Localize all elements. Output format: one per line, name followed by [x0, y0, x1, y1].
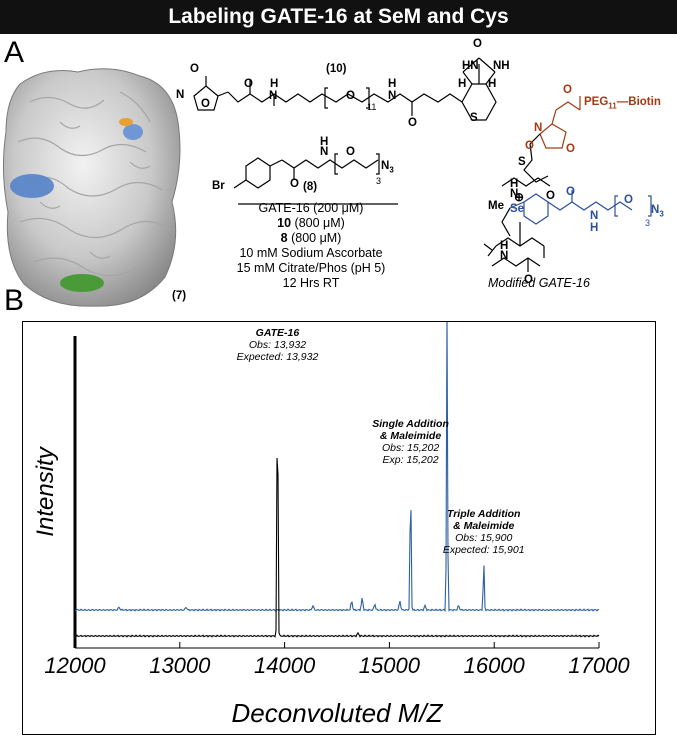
peg-biotin-label: PEG11—Biotin: [584, 96, 661, 111]
sub-11: 11: [367, 102, 377, 112]
reagent-10-label: (10): [326, 63, 347, 75]
annotation-0-line-2: Expected: 13,932: [237, 351, 319, 363]
atom-o-10: O: [524, 274, 533, 286]
x-tick-label-0: 12000: [44, 653, 106, 678]
atom-n-4: N: [320, 146, 329, 158]
condition-ascorbate: 10 mM Sodium Ascorbate: [239, 246, 383, 260]
condition-buffer: 15 mM Citrate/Phos (pH 5): [236, 261, 386, 275]
x-tick-label-2: 14000: [254, 653, 316, 678]
reaction-scheme: [193, 57, 652, 272]
condition-reagent-10: 10 (800 μM): [277, 216, 345, 230]
atom-h-1: H: [270, 78, 279, 90]
atom-n-red: N: [534, 122, 543, 134]
cation-charge-icon: ⊕: [514, 190, 525, 204]
atom-o-blue-1: O: [566, 186, 575, 198]
annotation-1-line-2: Obs: 15,202: [382, 442, 439, 454]
atom-o-4: O: [346, 90, 355, 102]
protein-label: (7): [172, 290, 187, 302]
me-label: Me: [488, 200, 504, 212]
atom-o-7: O: [290, 178, 299, 190]
protein-surface-image: [2, 68, 181, 307]
atom-h-5: H: [320, 136, 329, 148]
atom-h-7: H: [500, 240, 509, 252]
atom-o-3: O: [244, 78, 253, 90]
y-axis-label: Intensity: [32, 445, 59, 536]
atom-h-6: H: [510, 178, 519, 190]
product-label: Modified GATE-16: [488, 276, 590, 290]
x-tick-label-5: 17000: [568, 653, 630, 678]
se-label: Se: [510, 203, 525, 215]
condition-reagent-8: 8 (800 μM): [280, 231, 342, 245]
annotation-0-line-0: GATE-16: [256, 327, 300, 339]
atom-o-8: O: [346, 146, 355, 158]
sub-3: 3: [376, 176, 382, 186]
sub-3-blue: 3: [645, 218, 651, 228]
atom-s-1: S: [470, 112, 478, 124]
annotation-3-line-1: & Maleimide: [453, 520, 514, 532]
atom-n-6: N: [500, 250, 509, 262]
atom-o-red-3: O: [525, 140, 534, 152]
panel-b-label: B: [4, 284, 25, 317]
condition-time: 12 Hrs RT: [282, 276, 340, 290]
atom-nh: NH: [493, 60, 510, 72]
atom-o-2: O: [201, 98, 210, 110]
atom-h-2: H: [388, 78, 397, 90]
n3-label-1: N3: [381, 160, 394, 175]
atom-o-blue-2: O: [624, 194, 633, 206]
atom-o-9: O: [546, 190, 555, 202]
atom-n-2: N: [269, 90, 278, 102]
atom-o-red-2: O: [566, 143, 575, 155]
reagent-8-label: (8): [303, 181, 318, 193]
reaction-conditions: GATE-16 (200 μM) 10 (800 μM) 8 (800 μM) …: [232, 201, 390, 291]
atom-hn: HN: [462, 60, 479, 72]
atom-h-4: H: [488, 78, 497, 90]
atom-n-1: N: [176, 89, 185, 101]
annotation-3-line-3: Expected: 15,901: [443, 544, 525, 556]
x-axis-label: Deconvoluted M/Z: [232, 698, 444, 728]
condition-gate16: GATE-16 (200 μM): [258, 201, 364, 215]
annotation-1-line-3: Exp: 15,202: [383, 454, 439, 466]
x-tick-label-1: 13000: [149, 653, 211, 678]
annotation-3-line-2: Obs: 15,900: [455, 532, 512, 544]
annotation-1-line-1: & Maleimide: [380, 430, 441, 442]
atom-o-1: O: [190, 63, 199, 75]
atom-o-5: O: [408, 117, 417, 129]
annotation-3-line-0: Triple Addition: [447, 508, 521, 520]
n3-label-2: N3: [651, 204, 664, 219]
atom-s-2: S: [518, 156, 526, 168]
panel-a-label: A: [4, 36, 25, 69]
atom-h-3: H: [458, 78, 467, 90]
atom-n-blue: N: [590, 210, 599, 222]
atom-br: Br: [212, 180, 225, 192]
annotation-1-line-0: Single Addition: [372, 418, 449, 430]
atom-n-5: N: [510, 188, 519, 200]
atom-o-6: O: [473, 38, 482, 50]
x-tick-label-4: 16000: [464, 653, 526, 678]
atom-o-red-1: O: [563, 84, 572, 96]
figure-title: Labeling GATE-16 at SeM and Cys: [0, 0, 677, 34]
x-tick-label-3: 15000: [359, 653, 421, 678]
series-blue-trace: [74, 310, 600, 613]
series-black-trace: [74, 457, 600, 638]
atom-h-blue: H: [590, 222, 599, 234]
annotation-0-line-1: Obs: 13,932: [249, 339, 306, 351]
atom-n-3: N: [388, 90, 397, 102]
